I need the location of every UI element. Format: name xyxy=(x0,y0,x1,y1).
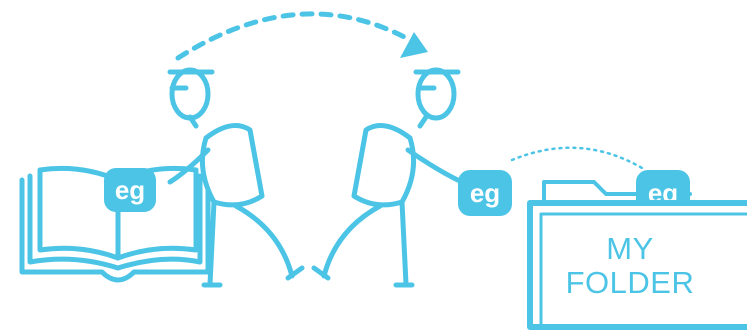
person-icon xyxy=(314,70,462,285)
folder-label-line1: MY xyxy=(555,232,705,266)
dotted-trail xyxy=(512,148,642,168)
folder-label: MY FOLDER xyxy=(555,232,705,300)
carried-badge-text: eg xyxy=(470,178,500,208)
book-badge: eg xyxy=(104,168,156,212)
dashed-arrow-icon xyxy=(178,14,428,58)
carried-badge: eg xyxy=(458,170,512,216)
person-icon xyxy=(170,70,302,285)
folder-label-line2: FOLDER xyxy=(555,266,705,300)
book-badge-text: eg xyxy=(115,175,145,205)
